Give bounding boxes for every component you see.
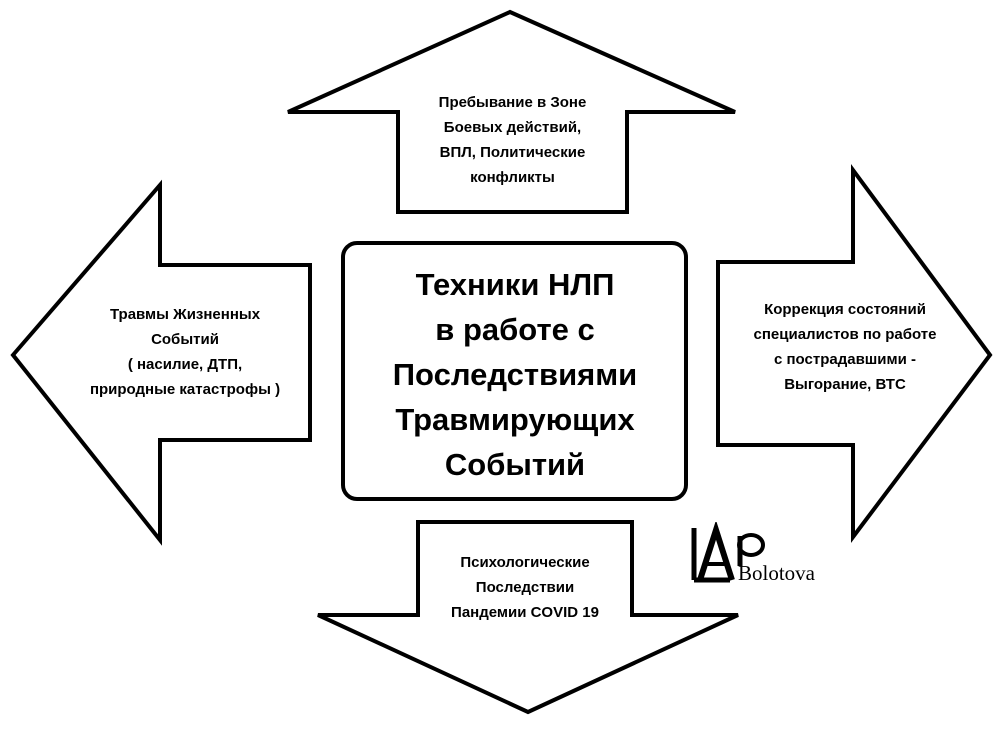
arrow-up-shape xyxy=(287,9,736,214)
logo-mark xyxy=(691,522,765,583)
arrow-left-label: Травмы Жизненных Событий ( насилие, ДТП,… xyxy=(89,306,281,398)
arrow-down-shape xyxy=(317,520,739,715)
arrow-right-label: Коррекция состояний специалистов по рабо… xyxy=(753,301,937,393)
arrow-right-shape xyxy=(716,163,993,543)
arrow-down-label: Психологические Последствии Пандемии COV… xyxy=(451,554,599,621)
center-title: Техники НЛП в работе с Последствиями Тра… xyxy=(392,267,638,482)
logo-text: Bolotova xyxy=(738,561,815,585)
arrow-up-label: Пребывание в Зоне Боевых действий, ВПЛ, … xyxy=(438,94,587,186)
center-box xyxy=(341,241,688,501)
arrow-left-shape xyxy=(10,179,312,546)
